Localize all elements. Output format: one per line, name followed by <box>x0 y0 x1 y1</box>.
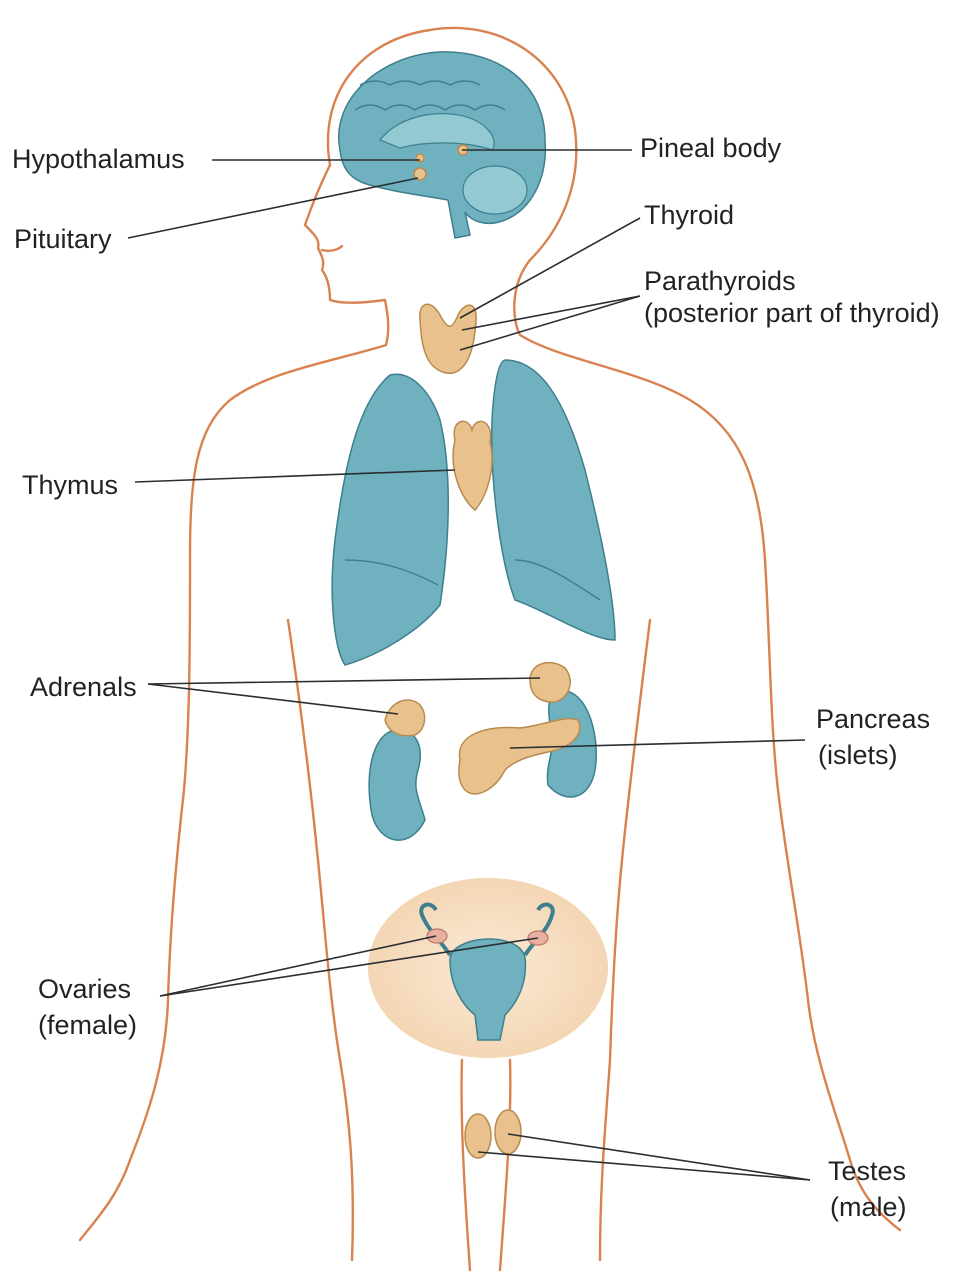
brain <box>339 52 546 238</box>
label-pancreas-islets: (islets) <box>818 740 898 770</box>
label-testes-male: (male) <box>830 1192 907 1222</box>
lungs <box>332 360 615 665</box>
label-pituitary: Pituitary <box>14 224 112 254</box>
thyroid-gland <box>420 304 476 373</box>
label-adrenals: Adrenals <box>30 672 137 702</box>
label-pancreas: Pancreas <box>816 704 930 734</box>
label-testes: Testes <box>828 1156 906 1186</box>
label-pineal-body: Pineal body <box>640 133 782 163</box>
label-parathyroids: Parathyroids <box>644 266 796 296</box>
label-hypothalamus: Hypothalamus <box>12 144 185 174</box>
label-thymus: Thymus <box>22 470 118 500</box>
reproductive-female <box>368 878 608 1058</box>
label-ovaries-female: (female) <box>38 1010 137 1040</box>
kidneys-adrenals-pancreas <box>369 663 596 841</box>
thymus-gland <box>453 421 492 510</box>
label-ovaries: Ovaries <box>38 974 131 1004</box>
label-thyroid: Thyroid <box>644 200 734 230</box>
label-parathyroids-note: (posterior part of thyroid) <box>644 298 940 328</box>
